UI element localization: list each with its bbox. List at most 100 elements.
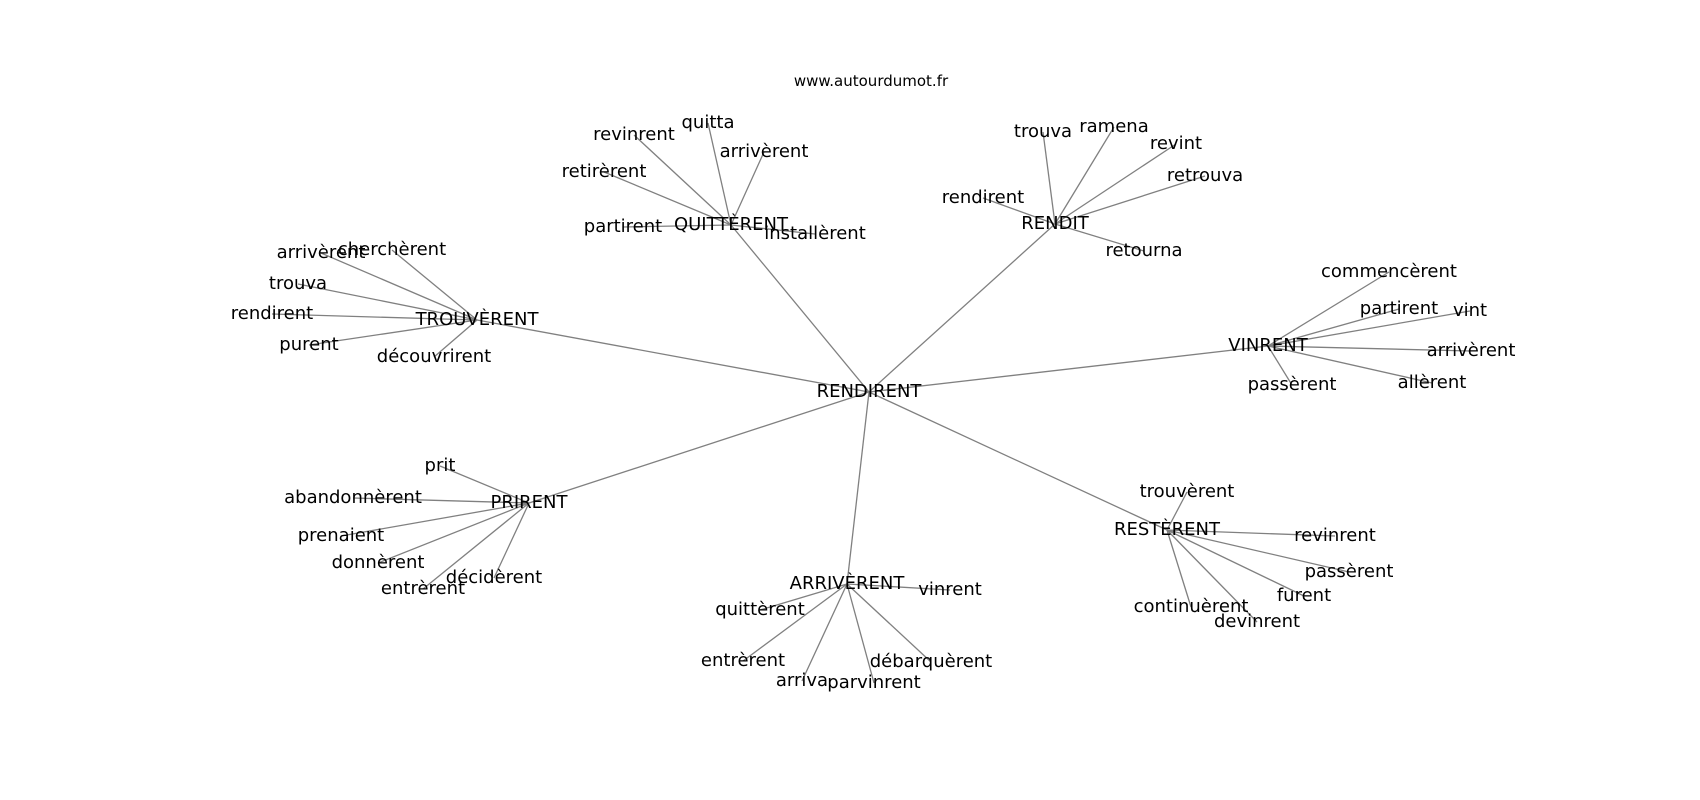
word-node[interactable]: rendirent	[942, 187, 1024, 208]
word-node[interactable]: partirent	[1360, 298, 1438, 319]
word-node[interactable]: décidèrent	[446, 567, 542, 588]
edge-hub-to-word	[308, 319, 478, 346]
edge-hub-to-word	[1054, 223, 1145, 252]
word-node[interactable]: installèrent	[764, 223, 866, 244]
edge-hub-to-word	[622, 224, 732, 228]
edge-center-to-hub	[476, 319, 870, 393]
word-node[interactable]: entrèrent	[701, 650, 785, 671]
word-node[interactable]: donnèrent	[332, 552, 425, 573]
word-node[interactable]: rendirent	[231, 303, 313, 324]
word-node[interactable]: trouva	[1014, 121, 1072, 142]
edge-hub-to-word	[846, 583, 875, 684]
word-node[interactable]: revint	[1150, 133, 1202, 154]
word-node[interactable]: débarquèrent	[870, 651, 993, 672]
edge-hub-to-word	[982, 197, 1056, 225]
edge-hub-to-word	[730, 224, 816, 235]
word-node[interactable]: vinrent	[918, 579, 982, 600]
edge-hub-to-word	[846, 583, 932, 663]
word-node[interactable]: partirent	[584, 216, 662, 237]
edge-hub-to-word	[439, 465, 530, 504]
edge-hub-to-word	[1166, 529, 1305, 597]
word-node[interactable]: retrouva	[1167, 165, 1243, 186]
edge-hub-to-word	[759, 583, 848, 611]
edge-center-to-hub	[868, 345, 1269, 393]
hub-node[interactable]: QUITTÈRENT	[674, 213, 789, 235]
word-node[interactable]: arrivèrent	[1427, 340, 1516, 361]
word-node[interactable]: passèrent	[1305, 561, 1394, 582]
edge-hub-to-word	[603, 171, 732, 226]
edge-hub-to-word	[271, 313, 478, 321]
edge-hub-to-word	[1267, 308, 1400, 347]
edge-hub-to-word	[1054, 175, 1206, 225]
edge-hub-to-word	[801, 583, 848, 682]
edge-hub-to-word	[1166, 491, 1188, 531]
word-node[interactable]: commencèrent	[1321, 261, 1457, 282]
labels: RENDIRENT QUITTÈRENT revinrent quitta arrivè…	[231, 112, 1516, 693]
edge-hub-to-word	[320, 252, 478, 321]
word-node[interactable]: revinrent	[1294, 525, 1376, 546]
edge-hub-to-word	[1267, 345, 1472, 352]
edge-hub-to-word	[633, 134, 732, 226]
word-node[interactable]: arriva	[776, 670, 828, 691]
word-node[interactable]: découvrirent	[377, 346, 491, 367]
word-node[interactable]: abandonnèrent	[284, 487, 422, 508]
edge-hub-to-word	[340, 502, 530, 537]
word-node[interactable]: retourna	[1105, 240, 1182, 261]
edge-hub-to-word	[1267, 271, 1390, 347]
word-node[interactable]: vint	[1453, 300, 1487, 321]
word-node[interactable]: trouvèrent	[1140, 481, 1235, 502]
word-node[interactable]: allèrent	[1398, 372, 1467, 393]
edge-hub-to-word	[1267, 310, 1471, 347]
word-node[interactable]: ramena	[1079, 116, 1148, 137]
edges	[271, 122, 1472, 684]
edge-hub-to-word	[1166, 529, 1192, 608]
edge-hub-to-word	[1042, 131, 1056, 225]
edge-center-to-hub	[846, 391, 870, 585]
edge-hub-to-word	[1166, 529, 1336, 537]
word-node[interactable]: trouva	[269, 273, 327, 294]
hub-node[interactable]: PRIRENT	[490, 492, 568, 513]
edge-center-to-hub	[730, 224, 870, 393]
edge-center-to-hub	[528, 391, 870, 504]
word-node[interactable]: arrivèrent	[277, 242, 366, 263]
edge-hub-to-word	[352, 497, 530, 504]
edge-hub-to-word	[1166, 529, 1350, 573]
word-node[interactable]: retirèrent	[562, 161, 647, 182]
word-node[interactable]: quittèrent	[715, 599, 805, 620]
source-url: www.autourdumot.fr	[793, 72, 949, 90]
edge-hub-to-word	[707, 122, 732, 226]
edge-center-to-hub	[868, 223, 1056, 393]
edge-hub-to-word	[742, 583, 848, 662]
hub-node[interactable]: TROUVÈRENT	[415, 308, 540, 330]
edge-hub-to-word	[1166, 529, 1258, 623]
hub-node[interactable]: ARRIVÈRENT	[790, 572, 906, 594]
edge-hub-to-word	[297, 283, 478, 321]
word-node[interactable]: revinrent	[593, 124, 675, 145]
edge-hub-to-word	[846, 583, 951, 591]
word-node[interactable]: entrèrent	[381, 578, 465, 599]
word-node[interactable]: prenaient	[298, 525, 384, 546]
hub-node[interactable]: RENDIT	[1021, 213, 1090, 234]
hub-node[interactable]: VINRENT	[1228, 335, 1308, 356]
word-node[interactable]: quitta	[682, 112, 735, 133]
center-node[interactable]: RENDIRENT	[817, 381, 923, 402]
edge-hub-to-word	[391, 249, 478, 321]
edge-hub-to-word	[377, 502, 530, 564]
edge-hub-to-word	[433, 319, 478, 358]
word-node[interactable]: continuèrent	[1134, 596, 1249, 617]
edge-hub-to-word	[730, 151, 765, 226]
hub-node[interactable]: RESTÈRENT	[1114, 518, 1221, 540]
word-node[interactable]: arrivèrent	[720, 141, 809, 162]
edge-hub-to-word	[1054, 143, 1177, 225]
edge-hub-to-word	[1267, 345, 1293, 386]
word-node[interactable]: devinrent	[1214, 611, 1300, 632]
word-node[interactable]: passèrent	[1248, 374, 1337, 395]
edge-hub-to-word	[1054, 126, 1115, 225]
word-node[interactable]: furent	[1277, 585, 1331, 606]
word-node[interactable]: prit	[425, 455, 456, 476]
word-node[interactable]: purent	[279, 334, 338, 355]
word-node[interactable]: parvinrent	[827, 672, 920, 693]
edge-hub-to-word	[493, 502, 530, 579]
word-node[interactable]: cherchèrent	[338, 239, 446, 260]
